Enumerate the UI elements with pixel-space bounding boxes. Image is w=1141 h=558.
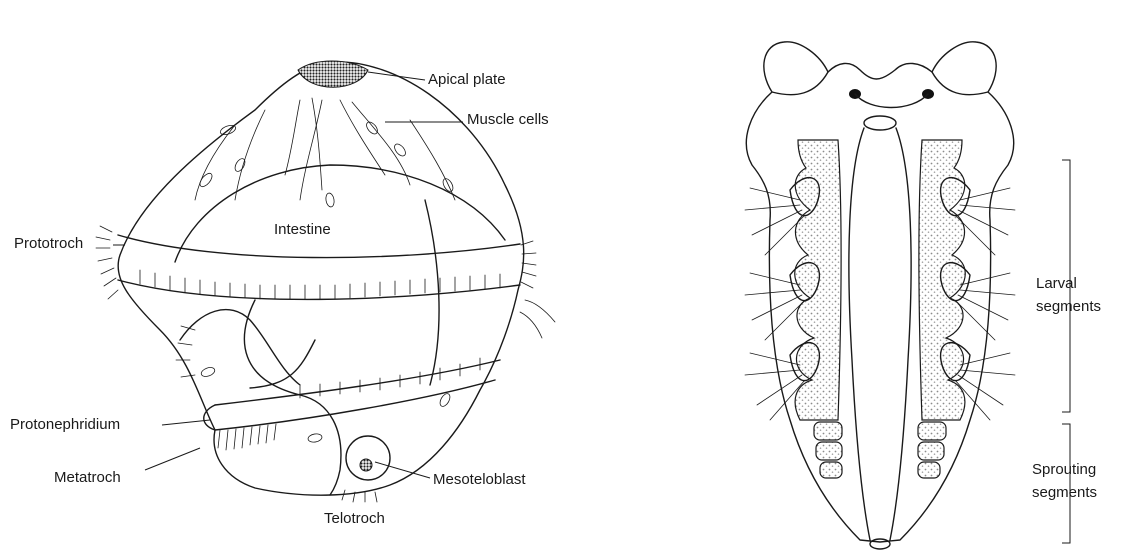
larva-chaetae-left [745,188,805,420]
label-telotroch: Telotroch [324,511,385,526]
label-protonephridium: Protonephridium [10,417,120,432]
larva-head-lobe-left [772,72,828,95]
label-apical-plate: Apical plate [428,72,506,87]
prototroch-band-bottom [118,280,520,299]
larva-pharynx [864,116,896,130]
larva-gut-right-wall [890,128,911,540]
label-larval-line2: segments [1036,299,1101,314]
gut-curve [244,300,341,495]
sprouting-segments-right [918,422,946,478]
label-mesoteloblast: Mesoteloblast [433,472,526,487]
intestine-outline [175,165,505,262]
mesoteloblast-nucleus [360,459,372,471]
trochophore-leader-lines [113,72,463,478]
larva-pygidium [870,539,890,549]
larva-chaetae-right [955,188,1015,420]
larva-brain-line [855,94,928,108]
larva-head-outline [746,42,1013,542]
label-muscle-cells: Muscle cells [467,112,549,127]
larva-head-lobe-right [932,72,988,95]
metatroch-band-top [215,360,500,405]
prototroch-cilia [96,226,555,338]
label-intestine: Intestine [274,222,331,237]
body-inner-line [425,200,439,385]
apical-plate-shape [298,61,368,87]
sprouting-segments-left [814,422,842,478]
segmented-larva [745,42,1015,549]
label-sprouting-line1: Sprouting [1032,462,1096,477]
label-prototroch: Prototroch [14,236,83,251]
label-metatroch: Metatroch [54,470,121,485]
label-sprouting-line2: segments [1032,485,1097,500]
metatroch-cilia [176,326,480,450]
mesoteloblast-cell [346,436,390,480]
trochophore-body-outline [118,62,524,495]
gut-curve-2 [250,340,315,388]
protonephridium-tube [180,310,300,385]
telotroch-cilia [342,490,377,502]
larva-gut-left-wall [849,128,870,540]
label-larval-line1: Larval [1036,276,1077,291]
